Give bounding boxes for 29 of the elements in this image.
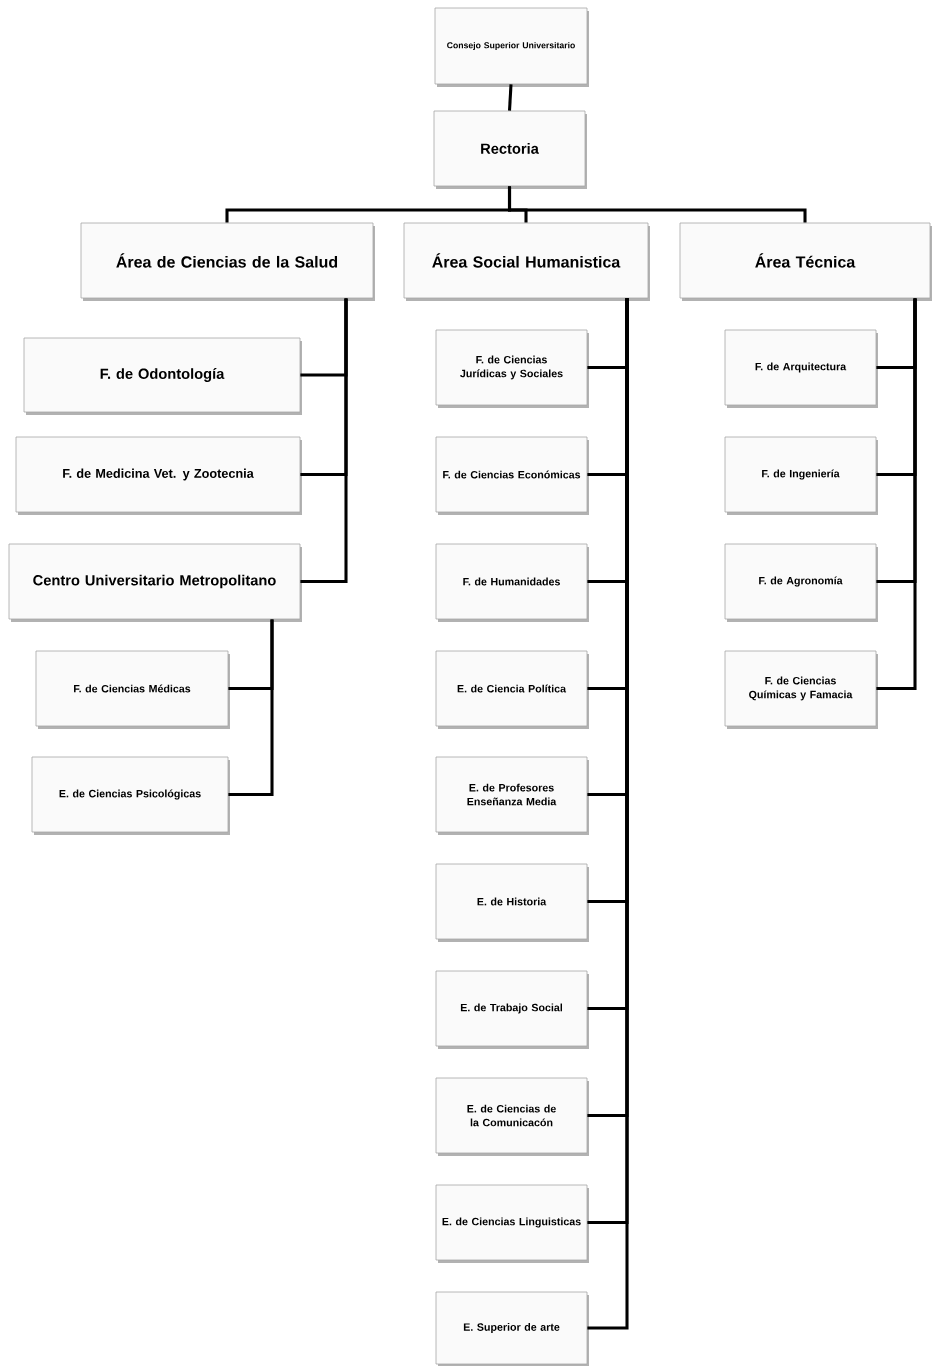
connector-line [876,298,917,691]
org-box: Centro Universitario Metropolitano [8,543,302,622]
org-box: F. de Agronomía [724,543,878,622]
org-box: E. Superior de arte [435,1291,589,1366]
connector-line [507,84,513,111]
org-box: F. de Arquitectura [724,329,878,408]
org-box: E. de Profesores Enseñanza Media [435,756,589,835]
org-box: Área Social Humanistica [403,222,650,301]
org-box: F. de Ciencias Médicas [35,650,230,729]
org-box: Rectoria [433,110,587,189]
org-box: Consejo Superior Universitario [434,7,589,87]
org-box: E. de Ciencias de la Comunicacón [435,1077,589,1156]
org-box: E. de Ciencias Psicológicas [31,756,230,835]
org-box: E. de Trabajo Social [435,970,589,1049]
org-box: E. de Ciencias Linguisticas [435,1184,589,1263]
org-box: F. de Ciencias Jurídicas y Sociales [435,329,589,408]
org-box: E. de Historia [435,863,589,942]
org-box: F. de Medicina Vet. y Zootecnia [15,436,302,515]
connector-line [300,298,348,584]
org-box: E. de Ciencia Política [435,650,589,729]
org-box: F. de Ciencias Químicas y Famacia [724,650,878,729]
org-box: F. de Odontología [23,337,302,415]
org-box: F. de Ingeniería [724,436,878,515]
org-box: Área Técnica [679,222,932,301]
org-box: F. de Humanidades [435,543,589,622]
connector-line [228,619,274,797]
org-box: F. de Ciencias Económicas [435,436,589,515]
connector-line [507,186,807,223]
org-box: Área de Ciencias de la Salud [80,222,375,301]
